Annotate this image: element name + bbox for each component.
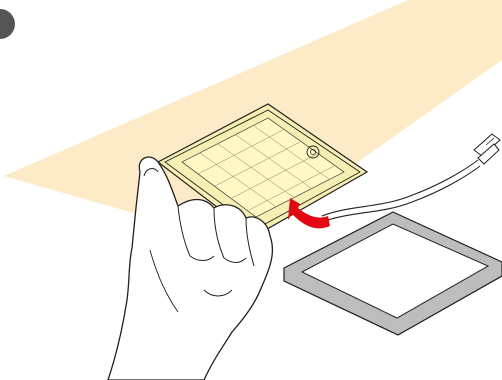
light-fixture — [284, 212, 502, 335]
step-marker-icon — [0, 9, 15, 39]
light-diffuser — [302, 224, 488, 318]
plug-connector-icon — [474, 134, 500, 164]
